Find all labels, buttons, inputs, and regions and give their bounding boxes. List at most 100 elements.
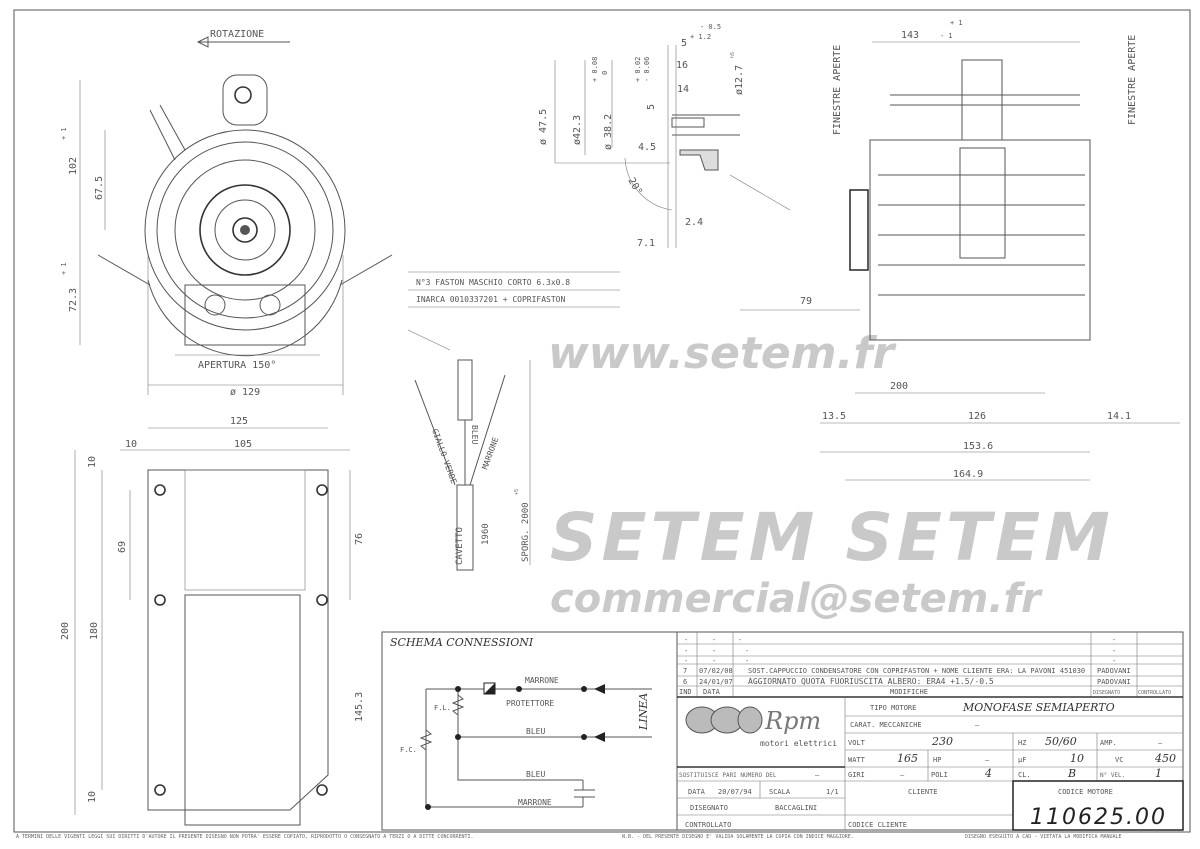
motor-type: MONOFASE SEMIAPERTO — [962, 701, 1115, 714]
ind-text: IND — [679, 688, 692, 696]
revision-row: ---- — [684, 647, 1116, 655]
data-text: DATA — [703, 688, 721, 696]
motor-housing — [144, 129, 346, 331]
hp-label-text: HP — [933, 756, 941, 764]
giri-text: — — [900, 771, 905, 779]
volt-text: 230 — [931, 735, 953, 748]
disegnato-label-text: DISEGNATO — [690, 804, 728, 812]
revision-row: ---- — [684, 636, 1116, 644]
dim-2-4-text: 2.4 — [685, 217, 703, 228]
hatched-section — [679, 149, 719, 171]
ind-text: - — [684, 647, 688, 655]
dim-10-left-text: 10 — [125, 439, 137, 450]
mounting-plate — [147, 469, 329, 811]
modifica-text: - — [745, 657, 749, 665]
dim-5-side-text: 5 — [646, 104, 657, 110]
watermark-email: commercial@setem.fr — [550, 576, 1043, 622]
tol-minus-0-5-text: - 0.5 — [700, 23, 721, 31]
opening-label: APERTURA 150° — [198, 360, 276, 371]
hz-label-text: HZ — [1018, 739, 1026, 747]
tol-minus-0-06-text: - 0.06 — [643, 57, 651, 82]
tol-plus-1-text: + 1 — [950, 19, 963, 27]
hz-text: 50/60 — [1045, 735, 1077, 748]
bleu-mid-text: BLEU — [526, 727, 545, 736]
modifica-text: SOST.CAPPUCCIO CONDENSATORE CON COPRIFAS… — [748, 667, 1085, 675]
sheet-border — [13, 9, 1191, 833]
data-label-text: DATA — [688, 788, 706, 796]
dim-105: 105 — [234, 439, 252, 450]
watermark-brand: SETEM SETEM — [550, 499, 1114, 576]
protettore-text: PROTETTORE — [506, 699, 554, 708]
dim-102-tol-text: + 1 — [60, 127, 68, 140]
dim-1960-text: 1960 — [481, 523, 491, 545]
dim-143: 143 — [901, 30, 919, 41]
disegnato-text: DISEGNATO — [1093, 690, 1120, 696]
wire-yellow-green-text: GIALLO-VERDE — [430, 428, 458, 486]
nb-note: N.B. - DEL PRESENTE DISEGNO E' VALIDA SO… — [622, 834, 854, 840]
dim-145-3: 145.3 — [354, 692, 365, 722]
watt-label-text: WATT — [848, 756, 866, 764]
fc-text: F.C. — [400, 746, 417, 754]
nvel-text: 1 — [1155, 767, 1162, 780]
dim-125: 125 — [230, 416, 248, 427]
dim-10-top-text: 10 — [87, 456, 98, 468]
angle-20-text: 20° — [625, 176, 644, 197]
amp-text: — — [1158, 739, 1163, 747]
sostituisce-text: — — [815, 771, 820, 779]
dim-diam-129: ø 129 — [230, 387, 260, 398]
bleu-low-text: BLEU — [526, 770, 545, 779]
dim-67-5: 67.5 — [94, 176, 105, 200]
dim-69: 69 — [117, 541, 128, 553]
rotation-arrow-head-icon — [196, 36, 209, 48]
disegnato-text: - — [1112, 636, 1116, 644]
dim-126: 126 — [968, 411, 986, 422]
carat-label-text: CARAT. MECCANICHE — [850, 721, 922, 729]
wire-blue-text: BLEU — [470, 425, 479, 444]
front-view: ROTAZIONE 102 + 1 67.5 72.3 + 1 APERTURA… — [60, 29, 393, 398]
ind-text: - — [684, 636, 688, 644]
shaft-detail: - 0.5 + 1.2 5 16 14 ø12.7 h5 ø 47.5 ø42.… — [538, 23, 791, 249]
controllato-label-text: CONTROLLATO — [685, 821, 731, 829]
watermark-url: www.setem.fr — [548, 328, 896, 379]
codice-cliente-label-text: CODICE CLIENTE — [848, 821, 907, 829]
dim-200-side: 200 — [890, 381, 908, 392]
protrusion-text: SPORG. 2000 — [521, 502, 531, 562]
dim-72-3: 72.3 — [68, 288, 79, 312]
dim-16: 16 — [676, 60, 688, 71]
uf-label-text: µF — [1018, 756, 1026, 764]
tol-plus-0-02-text: + 0.02 — [634, 57, 642, 82]
codice-motore-label-text: CODICE MOTORE — [1058, 788, 1113, 796]
dim-7-1-text: 7.1 — [637, 238, 655, 249]
dim-5-top-text: 5 — [681, 38, 687, 49]
dim-diam-12-7-text: ø12.7 — [734, 65, 745, 95]
capacitor — [961, 59, 1003, 141]
note-line1-text: N°3 FASTON MASCHIO CORTO 6.3x0.8 — [416, 278, 570, 287]
tol-zero-text: 0 — [601, 71, 609, 75]
vc-label-text: VC — [1115, 756, 1123, 764]
dim-153-6: 153.6 — [963, 441, 993, 452]
plate-view: 125 10 105 10 69 200 180 76 145.3 10 — [60, 416, 365, 826]
dim-10-bottom-text: 10 — [87, 791, 98, 803]
disegnato-text: PADOVANI — [1097, 667, 1131, 675]
giri-label-text: GIRI — [848, 771, 865, 779]
fl-text: F.L. — [434, 704, 451, 712]
rpm-logo: Rpm motori elettrici — [685, 706, 837, 748]
modifica-text: - — [745, 647, 749, 655]
tol-plus-0-08-text: + 0.08 — [591, 57, 599, 82]
poli-text: 4 — [984, 767, 992, 780]
side-view: 143 + 1 - 1 FINESTRE APERTE FINESTRE APE… — [740, 19, 1180, 481]
dim-200: 200 — [60, 622, 71, 640]
logo-text-text: Rpm — [764, 707, 821, 735]
data-text: 07/02/08 — [699, 667, 733, 675]
motor-code: 110625.00 — [1030, 805, 1167, 830]
tol-plus-1-2-text: + 1.2 — [690, 33, 711, 41]
nvel-label-text: N° VEL. — [1100, 772, 1125, 779]
cliente-label-text: CLIENTE — [908, 788, 938, 796]
revision-row: ---- — [684, 657, 1116, 665]
tipo-motore-label-text: TIPO MOTORE — [870, 704, 916, 712]
disegnato-text: - — [1112, 647, 1116, 655]
